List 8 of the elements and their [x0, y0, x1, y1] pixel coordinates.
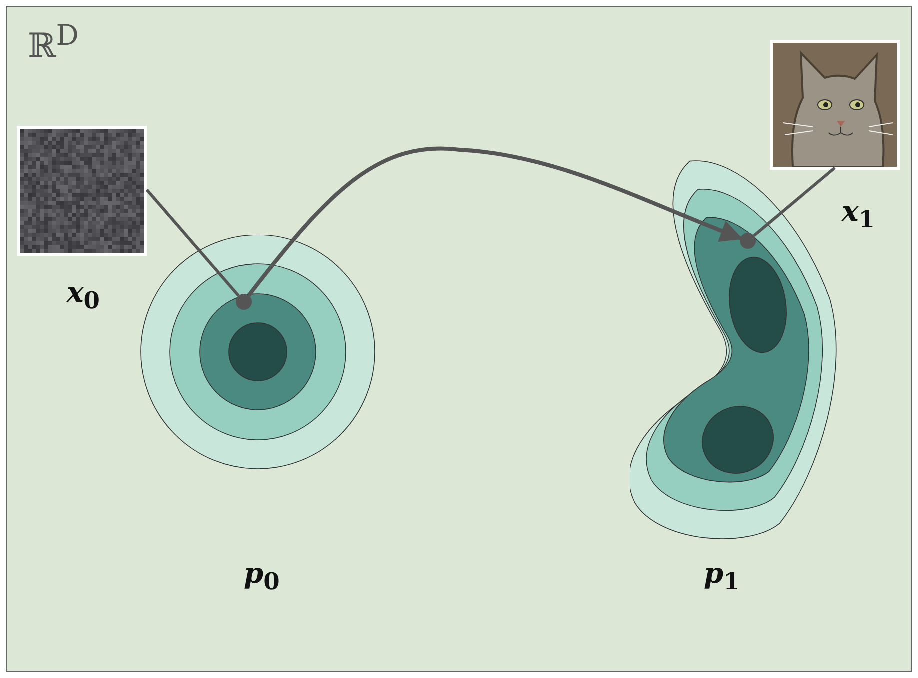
curved-arrow	[247, 146, 743, 297]
distribution-label: p$_{0}$	[244, 560, 280, 594]
leader-line	[753, 166, 836, 237]
distribution-label: p$_{1}$	[704, 560, 740, 594]
space-label: ℝ$^{D}$	[28, 22, 79, 64]
leader-line	[146, 189, 240, 297]
math-label: x$_{0}$	[67, 279, 100, 313]
math-label: x$_{1}$	[842, 198, 875, 232]
